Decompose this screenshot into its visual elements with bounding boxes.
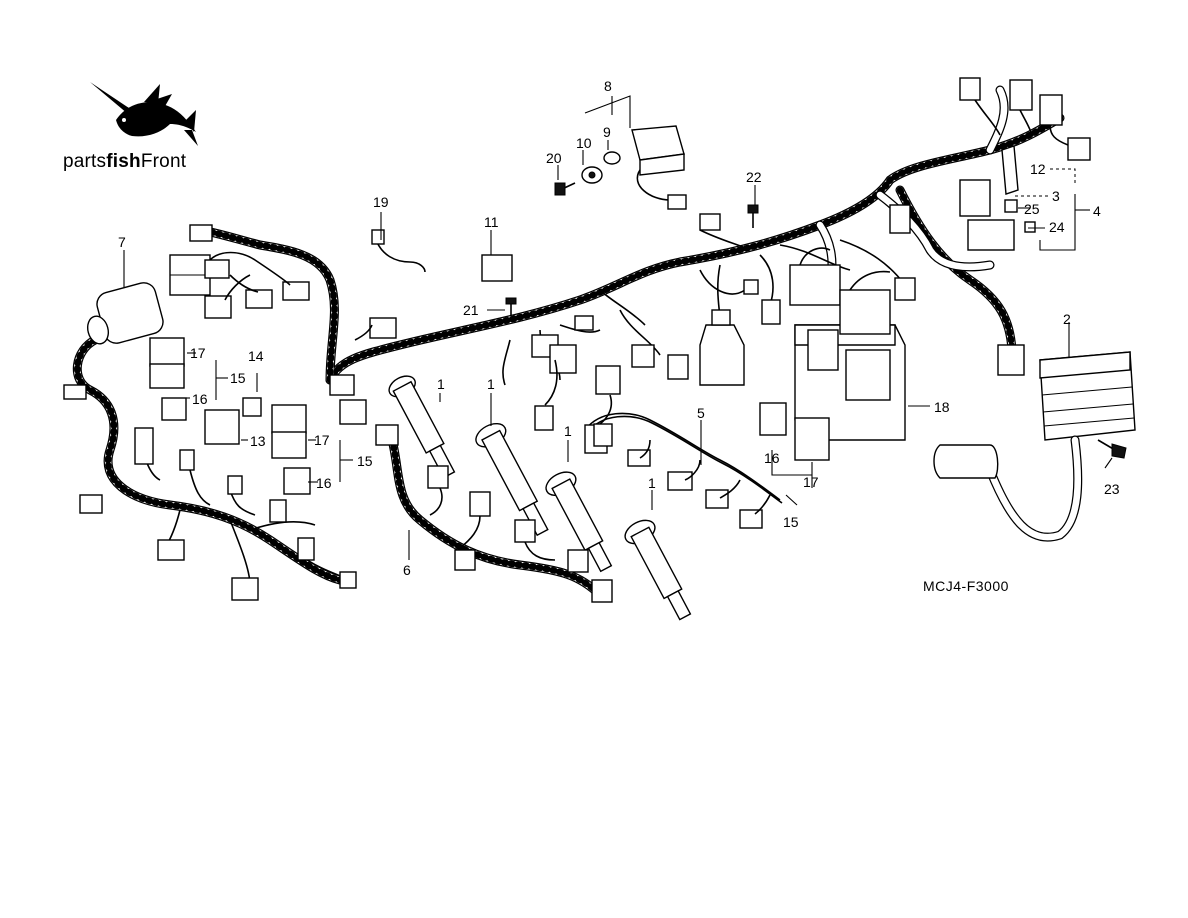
callout-15-mid: 15: [357, 453, 373, 469]
callout-20: 20: [546, 150, 562, 166]
callout-5: 5: [697, 405, 705, 421]
diagram-code: MCJ4-F3000: [923, 578, 1009, 594]
small-parts: [371, 125, 759, 315]
relays: [149, 337, 311, 495]
callout-1-d: 1: [648, 475, 656, 491]
callout-16-mid: 16: [316, 475, 332, 491]
sub-harness-5: [584, 412, 783, 529]
top-right-parts: [959, 77, 1091, 376]
brand-wordmark: partsfishFront: [63, 151, 186, 173]
center-components: [531, 213, 781, 447]
swordfish-icon: [90, 82, 198, 146]
callout-22: 22: [746, 169, 762, 185]
callout-15-right: 15: [783, 514, 799, 530]
top-left-connectors: [169, 224, 397, 425]
callout-2: 2: [1063, 311, 1071, 327]
callout-1-c: 1: [564, 423, 572, 439]
callout-1-a: 1: [437, 376, 445, 392]
callout-18: 18: [934, 399, 950, 415]
brand-bold: fish: [106, 151, 141, 172]
callout-19: 19: [373, 194, 389, 210]
ecu-unit: [759, 204, 916, 488]
callout-10: 10: [576, 135, 592, 151]
callout-13: 13: [250, 433, 266, 449]
callout-1-b: 1: [487, 376, 495, 392]
callout-6: 6: [403, 562, 411, 578]
callout-16-left: 16: [192, 391, 208, 407]
left-sub-harness: [63, 282, 357, 601]
callout-21: 21: [463, 302, 479, 318]
callout-23: 23: [1104, 481, 1120, 497]
callout-16-right: 16: [764, 450, 780, 466]
callout-17-left: 17: [190, 345, 206, 361]
sub-harness-6: [375, 424, 613, 603]
brand-prefix: parts: [63, 151, 107, 172]
callout-12: 12: [1030, 161, 1046, 177]
callout-4: 4: [1093, 203, 1101, 219]
callout-3: 3: [1052, 188, 1060, 204]
callout-17-right: 17: [803, 474, 819, 490]
callout-15-left: 15: [230, 370, 246, 386]
ignition-coils: [388, 375, 692, 621]
callout-14: 14: [248, 348, 264, 364]
leader-lines: [123, 95, 1113, 560]
callout-7: 7: [118, 234, 126, 250]
callout-11: 11: [484, 214, 499, 230]
callout-25: 25: [1024, 201, 1040, 217]
main-harness: [195, 85, 1065, 386]
callouts: 7 19 11 21 8 10 9 20 22 12 3 25 4 24 2 1…: [118, 78, 1120, 578]
callout-8: 8: [604, 78, 612, 94]
callout-17-mid: 17: [314, 432, 330, 448]
brand-suffix: Front: [140, 151, 187, 172]
regulator-rectifier: [933, 351, 1136, 542]
callout-24: 24: [1049, 219, 1065, 235]
callout-9: 9: [603, 124, 611, 140]
